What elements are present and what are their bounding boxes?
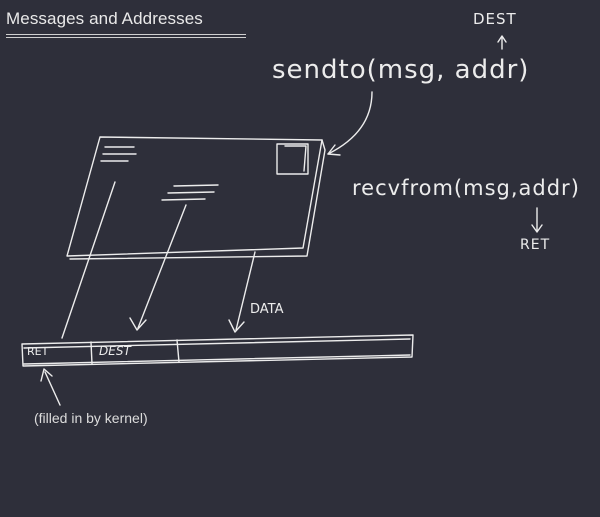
sendto-arrowhead [327, 144, 341, 156]
packet [21, 334, 414, 367]
packet-inner-lines [23, 338, 411, 365]
sendto-arrow [327, 91, 373, 155]
envelope [66, 136, 326, 260]
data-field-arrow [235, 251, 256, 331]
dest-field-arrowhead [129, 317, 147, 331]
packet-divider-1 [90, 341, 93, 365]
slide-title: Messages and Addresses [6, 9, 203, 28]
ret-down-arrow [531, 207, 543, 233]
envelope-thickness [69, 139, 326, 260]
kernel-note: (filled in by kernel) [34, 410, 148, 426]
packet-ret-label: RET [27, 345, 49, 358]
packet-outline [21, 334, 414, 367]
destination-address-lines [161, 184, 219, 201]
dest-field-arrow [137, 204, 187, 329]
ret-label: RET [520, 237, 551, 253]
title-underline [6, 34, 246, 38]
sendto-label: sendto(msg, addr) [272, 55, 530, 85]
recvfrom-label: recvfrom(msg,addr) [352, 176, 580, 200]
data-field-arrowhead [228, 319, 245, 333]
return-address-lines [100, 146, 137, 162]
stamp-inner [284, 145, 307, 172]
envelope-outline [66, 136, 323, 257]
dest-up-arrow [497, 35, 507, 50]
dest-label: DEST [473, 10, 517, 28]
stamp [276, 143, 309, 175]
data-label: DATA [250, 302, 284, 317]
ret-field-line [61, 181, 116, 339]
kernel-note-arrowhead [40, 368, 53, 382]
packet-divider-2 [176, 339, 180, 363]
packet-dest-label: DEST [99, 344, 131, 358]
kernel-note-arrow [44, 371, 61, 406]
